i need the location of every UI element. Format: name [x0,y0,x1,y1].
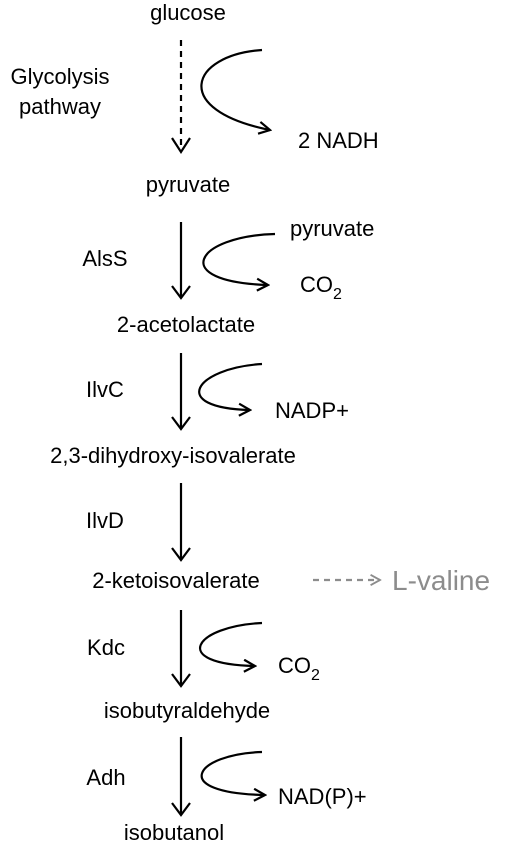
compound-pyruvate: pyruvate [146,172,230,197]
glycolysis-arrowhead [171,137,191,155]
compound-ketoisovalerate: 2-ketoisovalerate [92,568,260,593]
enzyme-ilvc: IlvC [86,377,124,402]
kdc-side-arrow [199,621,263,666]
compound-glucose: glucose [150,0,226,25]
side-input-pyruvate: pyruvate [290,216,374,241]
enzyme-ilvd: IlvD [86,508,124,533]
enzyme-adh: Adh [86,765,125,790]
side-output-nadp: NADP+ [275,398,349,423]
co2-kdc-subscript: 2 [311,667,320,684]
enzyme-kdc: Kdc [87,635,125,660]
alss-side-arrow [202,232,276,285]
enzyme-glycolysis-line1: Glycolysis [10,64,109,89]
co2-alss-label: CO [300,272,333,297]
ilvc-side-arrow [198,362,263,410]
compound-isobutyraldehyde: isobutyraldehyde [104,698,270,723]
enzyme-alss: AlsS [82,246,127,271]
side-output-co2-alss: CO2 [300,272,342,303]
adh-side-arrow [200,750,265,795]
side-output-co2-kdc: CO2 [278,653,320,684]
side-output-nadp-adh: NAD(P)+ [278,784,367,809]
branch-product-l-valine: L-valine [392,565,490,596]
nadh-side-arrow [200,48,270,130]
compound-isobutanol: isobutanol [124,820,224,845]
compound-acetolactate: 2-acetolactate [117,312,255,337]
co2-kdc-label: CO [278,653,311,678]
enzyme-glycolysis-line2: pathway [19,94,101,119]
co2-alss-subscript: 2 [333,286,342,303]
compound-dihydroxy-isovalerate: 2,3-dihydroxy-isovalerate [50,443,296,468]
side-output-nadh: 2 NADH [298,128,379,153]
